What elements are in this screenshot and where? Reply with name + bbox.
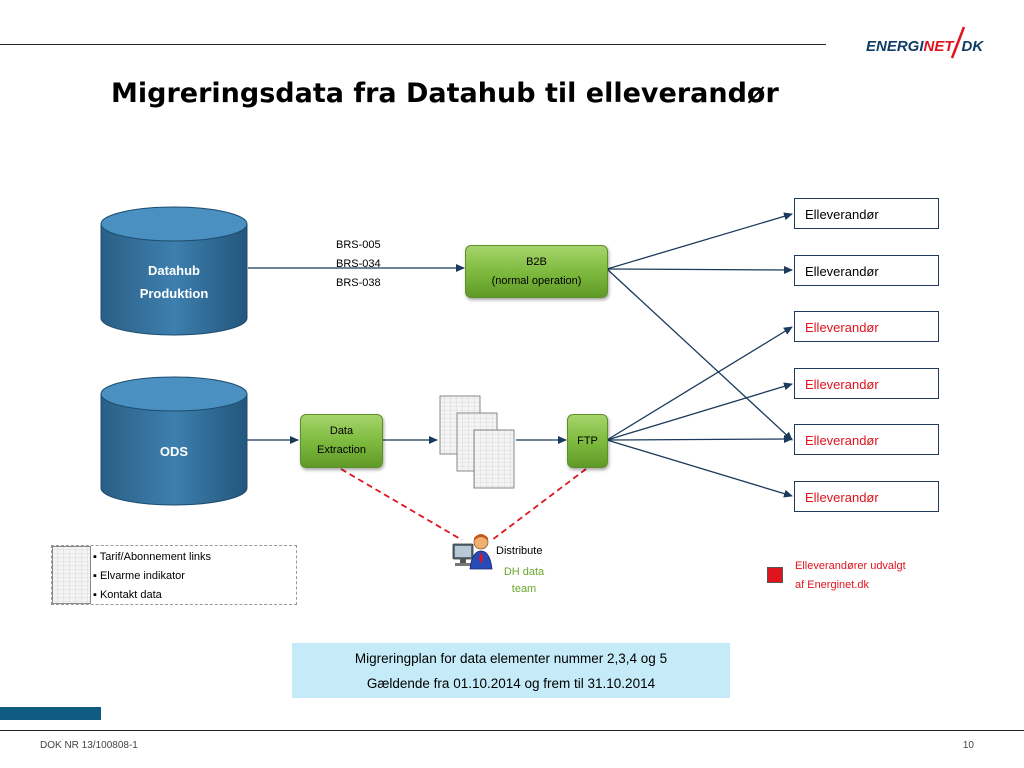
retailer-box: Elleverandør xyxy=(794,198,939,229)
retailer-label: Elleverandør xyxy=(805,264,879,279)
selected-legend-swatch xyxy=(767,567,783,583)
b2b-node: B2B (normal operation) xyxy=(465,245,608,298)
ftp-label: FTP xyxy=(577,434,598,447)
note-line1: Migreringplan for data elementer nummer … xyxy=(354,651,668,666)
retailer-box-selected: Elleverandør xyxy=(794,424,939,455)
retailer-box-selected: Elleverandør xyxy=(794,368,939,399)
retailer-box-selected: Elleverandør xyxy=(794,481,939,512)
ods-label: ODS xyxy=(159,444,189,459)
logo-text-dark: ENERGI xyxy=(866,38,924,55)
brs-list: BRS-005 BRS-034 BRS-038 xyxy=(336,236,381,293)
dashed-extraction-team xyxy=(340,468,463,541)
b2b-label-line2: (normal operation) xyxy=(491,274,582,287)
datahub-database: Datahub Produktion xyxy=(100,206,248,336)
data-elements-legend: ▪ Tarif/Abonnement links ▪ Elvarme indik… xyxy=(51,545,297,605)
energinet-logo: ENERGINET DK xyxy=(866,24,996,64)
arrow-ftp-r4 xyxy=(606,382,793,441)
distribute-label: Distribute xyxy=(496,545,543,557)
retailer-box-selected: Elleverandør xyxy=(794,311,939,342)
legend-item: ▪ Elvarme indikator xyxy=(93,570,185,582)
b2b-label-line1: B2B xyxy=(526,255,547,268)
database-cylinder-icon xyxy=(100,206,248,336)
arrow-b2b-r5 xyxy=(606,268,793,441)
data-extraction-line1: Data xyxy=(329,425,354,437)
datahub-label-line1: Datahub xyxy=(148,263,200,278)
retailer-label: Elleverandør xyxy=(805,320,879,335)
data-extraction-line2: Extraction xyxy=(317,444,366,456)
retailer-box: Elleverandør xyxy=(794,255,939,286)
ods-database: ODS xyxy=(100,376,248,506)
database-cylinder-icon xyxy=(100,376,248,506)
retailer-label: Elleverandør xyxy=(805,377,879,392)
retailer-label: Elleverandør xyxy=(805,207,879,222)
footer-rule xyxy=(0,730,1024,731)
person-computer-icon xyxy=(450,532,494,572)
legend-item: ▪ Tarif/Abonnement links xyxy=(93,551,212,563)
document-number: DOK NR 13/100808-1 xyxy=(40,740,138,751)
datahub-label-line2: Produktion xyxy=(139,286,209,301)
retailer-label: Elleverandør xyxy=(805,490,879,505)
spreadsheet-icon xyxy=(52,546,91,604)
spreadsheet-files-icon xyxy=(439,395,517,491)
arrow-b2b-r1 xyxy=(606,212,793,270)
logo-text-end: DK xyxy=(962,38,985,55)
migration-note: Migreringplan for data elementer nummer … xyxy=(292,643,730,698)
team-label-line2: team xyxy=(511,583,537,595)
brs-code: BRS-034 xyxy=(336,258,381,270)
page-number: 10 xyxy=(962,740,974,751)
legend-item: ▪ Kontakt data xyxy=(93,589,162,601)
logo-text-red: NET xyxy=(924,38,956,55)
header-rule xyxy=(0,44,826,45)
arrow-ftp-r5 xyxy=(606,435,793,444)
arrow-b2b-r2 xyxy=(606,265,793,274)
ftp-node: FTP xyxy=(567,414,608,468)
selected-legend-text: Elleverandører udvalgt af Energinet.dk xyxy=(795,560,906,591)
note-line2: Gældende fra 01.10.2014 og frem til 31.1… xyxy=(366,676,656,691)
brs-code: BRS-005 xyxy=(336,239,381,251)
arrow-ftp-r6 xyxy=(606,439,793,498)
accent-bar xyxy=(0,707,101,720)
slide-title: Migreringsdata fra Datahub til elleveran… xyxy=(111,78,779,109)
arrow-ftp-r3 xyxy=(606,326,793,441)
team-label-line1: DH data xyxy=(503,566,545,578)
data-extraction-node: Data Extraction xyxy=(300,414,383,468)
retailer-label: Elleverandør xyxy=(805,433,879,448)
brs-code: BRS-038 xyxy=(336,277,381,289)
